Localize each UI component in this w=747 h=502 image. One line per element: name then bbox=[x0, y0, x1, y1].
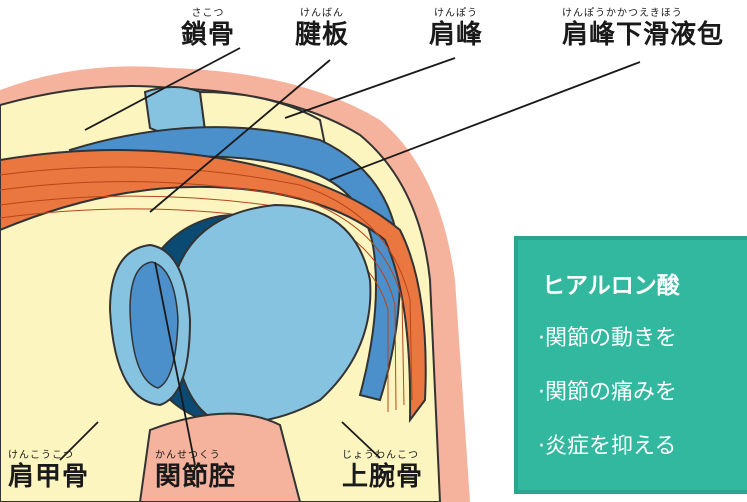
ruby-bursa: けんぽうかかつえきほう bbox=[562, 8, 747, 20]
text-clavicle: 鎖骨 bbox=[178, 20, 238, 50]
text-humerus: 上腕骨 bbox=[342, 462, 442, 492]
text-scapula: 肩甲骨 bbox=[8, 462, 98, 492]
label-humerus: じょうわんこつ 上腕骨 bbox=[342, 450, 442, 492]
ruby-humerus: じょうわんこつ bbox=[342, 450, 442, 462]
ruby-tendon-plate: けんばん bbox=[291, 8, 353, 20]
label-tendon-plate: けんばん 腱板 bbox=[291, 8, 353, 50]
text-acromion: 肩峰 bbox=[425, 20, 487, 50]
ruby-clavicle: さこつ bbox=[178, 8, 238, 20]
label-joint-cavity: かんせつくう 関節腔 bbox=[155, 450, 255, 492]
ruby-joint-cavity: かんせつくう bbox=[155, 450, 255, 462]
label-clavicle: さこつ 鎖骨 bbox=[178, 8, 238, 50]
info-box-item: ·関節の痛みを bbox=[538, 374, 677, 406]
label-acromion: けんぽう 肩峰 bbox=[425, 8, 487, 50]
text-tendon-plate: 腱板 bbox=[291, 20, 353, 50]
text-bursa: 肩峰下滑液包 bbox=[562, 20, 747, 50]
label-bursa: けんぽうかかつえきほう 肩峰下滑液包 bbox=[562, 8, 747, 50]
text-joint-cavity: 関節腔 bbox=[155, 462, 255, 492]
label-scapula: けんこうこつ 肩甲骨 bbox=[8, 450, 98, 492]
info-box-title: ヒアルロン酸 bbox=[542, 266, 680, 300]
ruby-scapula: けんこうこつ bbox=[8, 450, 98, 462]
hyaluronic-acid-info-box: ヒアルロン酸 ·関節の動きを ·関節の痛みを ·炎症を抑える bbox=[514, 236, 747, 494]
info-box-item: ·炎症を抑える bbox=[538, 428, 676, 460]
info-box-item: ·関節の動きを bbox=[538, 320, 677, 352]
ruby-acromion: けんぽう bbox=[425, 8, 487, 20]
